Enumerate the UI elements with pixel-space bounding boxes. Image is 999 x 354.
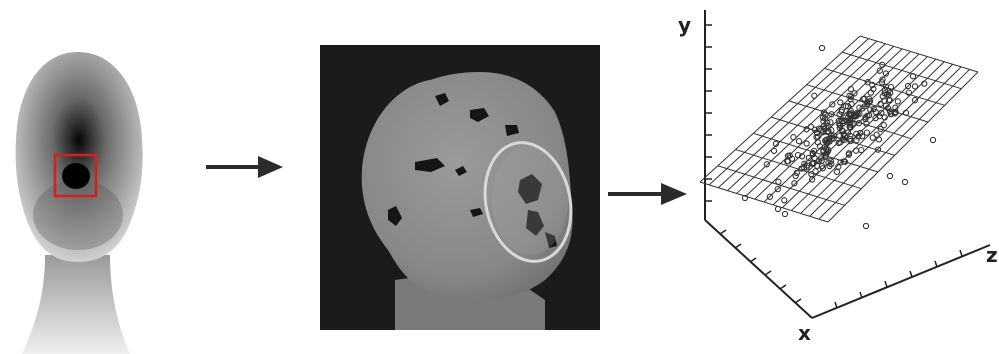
scatter-point [870, 135, 875, 140]
scatter-point [863, 223, 868, 228]
scatter-point [819, 45, 824, 50]
y-axis-label: y [678, 13, 691, 37]
mesh-line-v [700, 182, 828, 222]
scatter-point [808, 124, 813, 129]
depth-map-shadow [33, 180, 123, 250]
scatter-point [857, 105, 862, 110]
mesh-line-u [746, 49, 902, 196]
scatter-point [791, 135, 796, 140]
axes [705, 10, 990, 318]
scatter-point [776, 179, 781, 184]
arrow-2 [608, 183, 687, 205]
scatter-point [796, 139, 801, 144]
x-axis [705, 220, 812, 318]
arrow-1 [206, 156, 283, 178]
fitted-plane-mesh [700, 36, 978, 222]
z-axis-label: z [986, 243, 998, 267]
segmented-head-panel [320, 45, 600, 330]
scatter-point [902, 179, 907, 184]
scatter-point [859, 148, 864, 153]
x-ticks [720, 230, 801, 303]
mesh-line-v [718, 166, 845, 206]
mesh-line-v [824, 68, 944, 105]
scatter-point [887, 173, 892, 178]
scatter-point [782, 211, 787, 216]
scatter-point [853, 148, 858, 153]
scatter-point [864, 130, 869, 135]
scatter-point [775, 206, 780, 211]
scatter-point [828, 120, 833, 125]
depth-map-nose-tip [62, 163, 90, 189]
scatter-point [912, 84, 917, 89]
depth-map-panel [16, 52, 143, 354]
scatter-point [903, 110, 908, 115]
scatter-point [912, 98, 917, 103]
scatter-point [804, 141, 809, 146]
mesh-line-u [700, 36, 860, 182]
scatter-point [782, 198, 787, 203]
scatter-point [877, 68, 882, 73]
mesh-line-v [860, 36, 978, 72]
scatter-point [930, 137, 935, 142]
depth-map-neck [22, 255, 130, 354]
plane-fit-panel: y x z [678, 10, 998, 345]
scatter-point [895, 99, 900, 104]
scatter-point [812, 93, 817, 98]
scatter-point [838, 100, 843, 105]
x-axis-label: x [798, 321, 811, 345]
z-ticks [835, 250, 962, 308]
z-axis [812, 245, 990, 318]
scatter-point [834, 169, 839, 174]
scatter-point [771, 148, 776, 153]
scatter-point [764, 162, 769, 167]
mesh-line-v [842, 52, 961, 88]
mesh-line-u [737, 46, 894, 193]
